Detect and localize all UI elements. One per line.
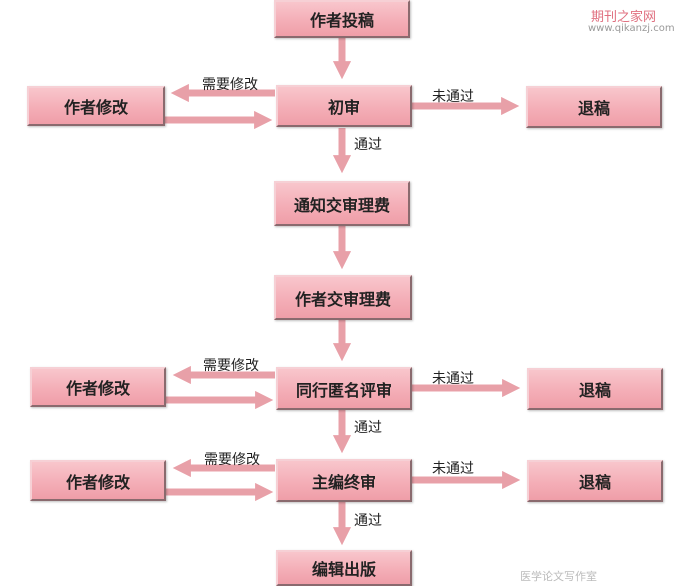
node-revise-3: 作者修改 <box>30 460 166 501</box>
node-notify-fee: 通知交审理费 <box>274 181 410 226</box>
node-revise-3-label: 作者修改 <box>65 472 130 492</box>
node-reject-3: 退稿 <box>527 460 663 502</box>
edge-label-passed-2: 通过 <box>354 420 382 436</box>
node-submit: 作者投稿 <box>274 0 410 38</box>
node-revise-1: 作者修改 <box>27 86 165 126</box>
node-reject-2: 退稿 <box>527 368 663 410</box>
node-reject-2-label: 退稿 <box>578 381 611 400</box>
node-chief-review: 主编终审 <box>276 459 412 502</box>
node-peer-review-label: 同行匿名评审 <box>295 380 392 400</box>
edge-label-not-passed-3: 未通过 <box>432 461 474 477</box>
node-reject-3-label: 退稿 <box>578 473 611 492</box>
edge-label-needs-revision-3: 需要修改 <box>204 452 260 468</box>
edge-label-not-passed-1: 未通过 <box>432 89 474 105</box>
node-submit-label: 作者投稿 <box>309 11 374 30</box>
node-reject-1-label: 退稿 <box>577 99 610 118</box>
edge-label-not-passed-2: 未通过 <box>432 371 474 387</box>
node-reject-1: 退稿 <box>526 86 662 128</box>
node-revise-1-label: 作者修改 <box>63 98 128 117</box>
node-initial-review-label: 初审 <box>327 98 360 117</box>
node-publish-label: 编辑出版 <box>311 560 376 579</box>
node-pay-fee-label: 作者交审理费 <box>294 289 391 309</box>
edge-label-needs-revision-1: 需要修改 <box>202 77 258 93</box>
node-pay-fee: 作者交审理费 <box>274 275 412 320</box>
node-chief-review-label: 主编终审 <box>311 472 376 492</box>
edge-label-needs-revision-2: 需要修改 <box>203 358 259 374</box>
node-peer-review: 同行匿名评审 <box>276 367 412 410</box>
node-revise-2-label: 作者修改 <box>65 379 130 398</box>
node-initial-review: 初审 <box>276 85 412 127</box>
node-revise-2: 作者修改 <box>30 367 166 407</box>
watermark-site-url: www.qikanzj.com <box>588 23 675 34</box>
edge-label-passed-1: 通过 <box>354 137 382 153</box>
node-notify-fee-label: 通知交审理费 <box>293 195 390 215</box>
node-publish: 编辑出版 <box>276 550 412 586</box>
watermark-bottom: 医学论文写作室 <box>520 570 597 583</box>
edge-label-passed-3: 通过 <box>354 513 382 529</box>
watermark-site-name: 期刊之家网 <box>591 10 657 25</box>
